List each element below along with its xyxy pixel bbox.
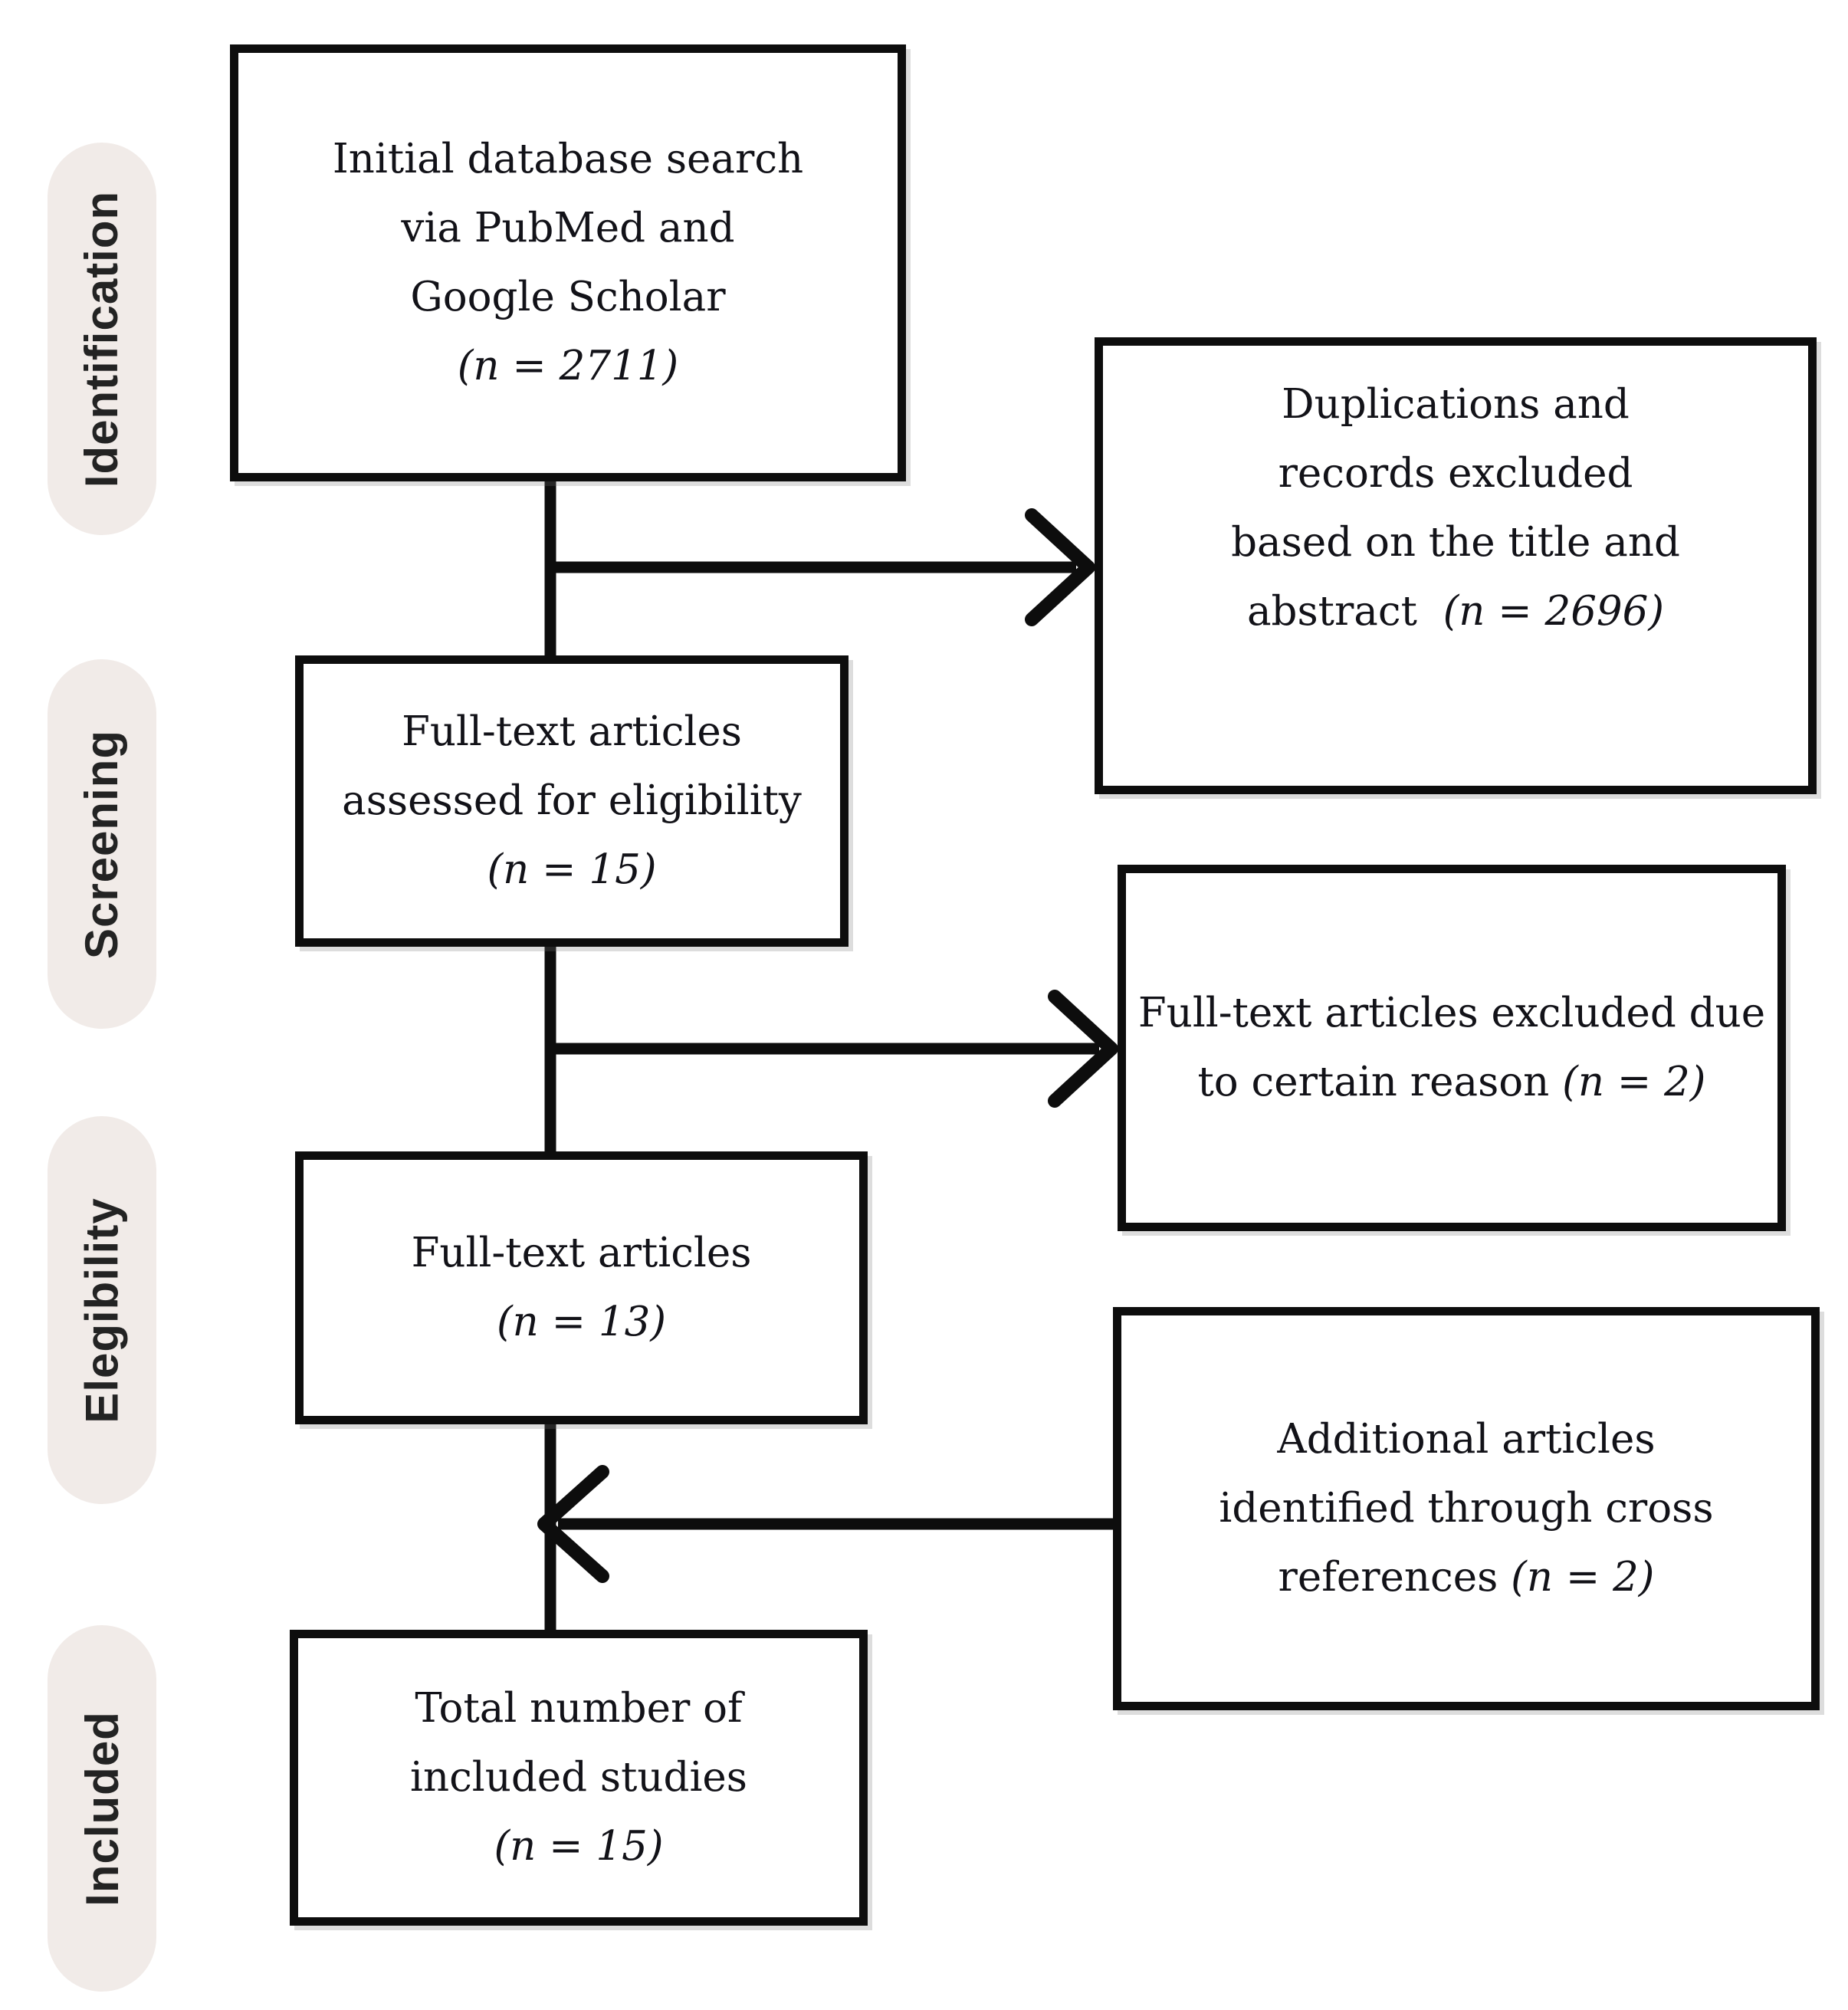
box-text-segment: references xyxy=(1278,1554,1498,1601)
box-fulltext-assessed: Full-text articles assessed for eligibil… xyxy=(295,655,849,947)
stage-label-included: Included xyxy=(76,1710,128,1907)
box-text-line: identified through cross xyxy=(1219,1485,1714,1532)
box-text-line: references (n = 2) xyxy=(1279,1543,1655,1612)
box-text-line: Full-text articles xyxy=(402,708,742,755)
stage-label-screening: Screening xyxy=(76,729,128,959)
box-text-line: via PubMed and xyxy=(401,205,735,251)
box-text-line: included studies xyxy=(410,1754,747,1801)
box-text-segment: to certain reason xyxy=(1197,1059,1550,1105)
box-fulltext-articles: Full-text articles (n = 13) xyxy=(295,1151,868,1424)
box-count: (n = 2) xyxy=(1511,1554,1655,1601)
arrowhead-excluded xyxy=(1048,990,1118,1108)
box-count: (n = 2) xyxy=(1562,1059,1706,1105)
stage-label-elegibility: Elegibility xyxy=(76,1197,128,1424)
stage-label-identification: Identification xyxy=(76,190,128,488)
box-additional-articles: Additional articles identified through c… xyxy=(1113,1307,1820,1710)
box-text-line: Full-text articles xyxy=(411,1230,752,1276)
box-text-line: Google Scholar xyxy=(410,274,726,320)
arrowhead-duplications xyxy=(1025,508,1095,626)
stage-pill-identification: Identification xyxy=(48,143,156,535)
box-text-line: assessed for eligibility xyxy=(342,777,802,824)
box-text-line: based on the title and xyxy=(1231,519,1680,566)
box-text-line: Initial database search xyxy=(332,136,804,182)
stage-pill-included: Included xyxy=(48,1625,156,1992)
box-count: (n = 2711) xyxy=(457,343,679,389)
box-text-line: records excluded xyxy=(1278,450,1633,497)
box-count: (n = 13) xyxy=(496,1299,667,1345)
box-count: (n = 15) xyxy=(494,1823,664,1870)
box-text-line: to certain reason (n = 2) xyxy=(1198,1048,1706,1117)
box-count: (n = 2696) xyxy=(1443,588,1665,635)
box-count: (n = 15) xyxy=(487,846,657,893)
arrowhead-additional xyxy=(537,1465,609,1583)
box-fulltext-excluded: Full-text articles excluded due to certa… xyxy=(1118,865,1786,1231)
box-text-line: abstract (n = 2696) xyxy=(1247,577,1664,646)
box-text-line: Total number of xyxy=(415,1685,743,1732)
box-initial-database-search: Initial database search via PubMed and G… xyxy=(230,44,906,481)
stage-pill-elegibility: Elegibility xyxy=(48,1116,156,1504)
box-duplications-excluded: Duplications and records excluded based … xyxy=(1095,337,1817,794)
box-total-included: Total number of included studies (n = 15… xyxy=(290,1630,868,1926)
box-text-line: Full-text articles excluded due xyxy=(1137,990,1766,1036)
box-text-segment: abstract xyxy=(1246,588,1417,635)
box-text-line: Duplications and xyxy=(1282,381,1630,428)
box-text-line: Additional articles xyxy=(1277,1416,1656,1463)
stage-pill-screening: Screening xyxy=(48,659,156,1029)
